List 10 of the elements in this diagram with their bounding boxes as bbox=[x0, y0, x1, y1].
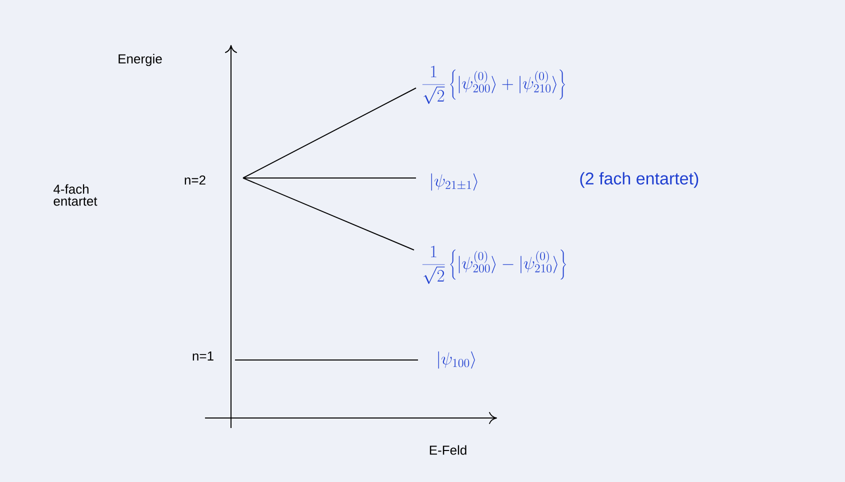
state-formula: $\frac{1}{\sqrt{2}}\left\{|\psi^{(0)}_{200}\rangle-|\psi^{(0)}_{210}\rangle\right\}$ bbox=[422, 246, 566, 284]
state-formula: $|\psi_{21\pm1}\rangle$ bbox=[431, 173, 478, 191]
degeneracy-note: 4-fach entartet bbox=[54, 184, 98, 206]
degeneracy-note: (2 fach entartet) bbox=[580, 172, 698, 188]
state-formula: $|\psi_{100}\rangle$ bbox=[438, 351, 475, 369]
axis-label: E-Feld bbox=[430, 445, 466, 455]
level-label: n=2 bbox=[184, 175, 206, 185]
axis-label: Energie bbox=[118, 54, 162, 66]
level-label: n=1 bbox=[192, 352, 214, 360]
state-formula: $\frac{1}{\sqrt{2}}\left\{|\psi^{(0)}_{200}\rangle+|\psi^{(0)}_{210}\rangle\right\}$ bbox=[422, 66, 565, 104]
